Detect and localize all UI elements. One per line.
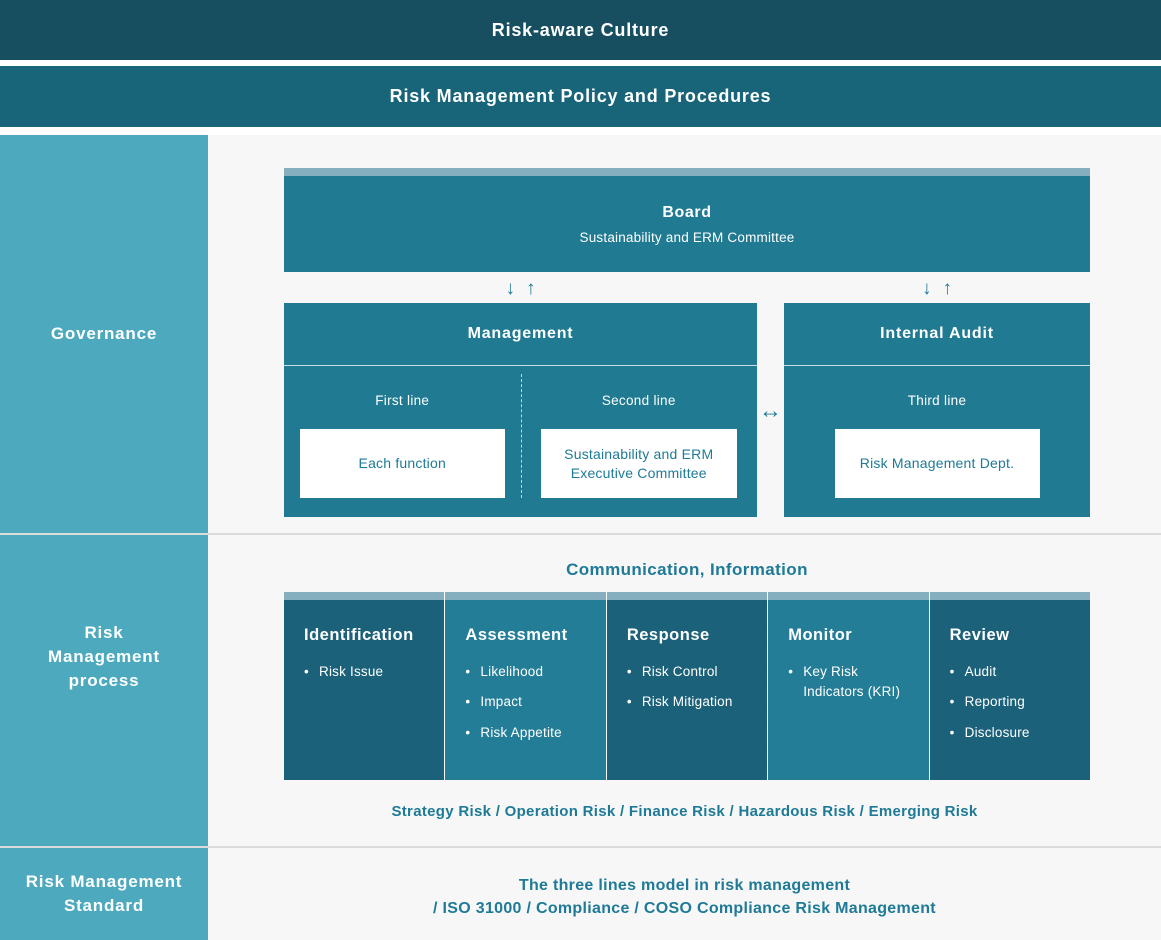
sidebar: Governance Risk Management process Risk … — [0, 135, 208, 940]
management-box: Management First line Each function Seco… — [284, 303, 757, 517]
process-columns: Identification Risk Issue Assessment Lik… — [284, 592, 1091, 780]
list-item: Disclosure — [950, 723, 1078, 744]
list-item: Risk Appetite — [465, 723, 593, 744]
double-arrow-icon: ↔ — [759, 396, 782, 423]
board-management-arrows: ↓ ↑ — [284, 276, 757, 302]
column-top-strip — [284, 592, 445, 600]
board-title: Board — [662, 203, 712, 221]
list-item: Risk Mitigation — [627, 692, 755, 713]
standard-line-2: / ISO 31000 / Compliance / COSO Complian… — [433, 900, 936, 917]
third-line-section: Third line Risk Management Dept. — [784, 366, 1090, 516]
risk-standard-text: The three lines model in risk management… — [208, 874, 1161, 920]
divider-governance-process — [0, 533, 1161, 535]
internal-audit-title: Internal Audit — [784, 303, 1090, 366]
up-arrow-icon: ↑ — [526, 278, 536, 299]
risk-types-line: Strategy Risk / Operation Risk / Finance… — [391, 803, 978, 820]
column-top-strip — [929, 592, 1091, 600]
communication-information-label: Communication, Information — [566, 560, 808, 579]
first-line-section: First line Each function — [284, 366, 521, 516]
banner-risk-policy: Risk Management Policy and Procedures — [0, 66, 1161, 127]
management-title: Management — [284, 303, 757, 366]
banner-policy-label: Risk Management Policy and Procedures — [389, 86, 772, 106]
erm-executive-committee-card: Sustainability and ERM Executive Committ… — [540, 429, 737, 498]
column-title: Monitor — [788, 626, 853, 644]
down-arrow-icon: ↓ — [505, 278, 516, 299]
list-item: Audit — [950, 662, 1078, 683]
management-body: First line Each function Second line Sus… — [284, 366, 757, 516]
each-function-card: Each function — [299, 429, 505, 498]
sidebar-governance-label: Governance — [50, 324, 158, 343]
standard-line-1: The three lines model in risk management — [518, 877, 851, 894]
column-monitor: Monitor Key Risk Indicators (KRI) — [768, 592, 930, 780]
third-line-label: Third line — [907, 393, 967, 408]
sidebar-section-process: Risk Management process — [0, 535, 208, 846]
column-top-strip — [445, 592, 606, 600]
risk-management-dept-card: Risk Management Dept. — [834, 429, 1040, 498]
column-top-strip — [768, 592, 929, 600]
second-line-label: Second line — [601, 393, 676, 408]
column-assessment: Assessment Likelihood Impact Risk Appeti… — [445, 592, 607, 780]
second-line-section: Second line Sustainability and ERM Execu… — [521, 366, 758, 516]
column-body: Monitor Key Risk Indicators (KRI) — [768, 600, 929, 780]
sidebar-section-standard: Risk Management Standard — [0, 848, 208, 940]
column-review: Review Audit Reporting Disclosure — [929, 592, 1091, 780]
board-subtitle: Sustainability and ERM Committee — [579, 229, 795, 245]
column-response: Response Risk Control Risk Mitigation — [606, 592, 769, 780]
column-title: Response — [626, 626, 710, 644]
board-audit-arrows: ↓ ↑ — [784, 276, 1090, 302]
column-body: Review Audit Reporting Disclosure — [929, 600, 1091, 780]
sidebar-section-governance: Governance — [0, 135, 208, 533]
list-item: Impact — [465, 692, 593, 713]
divider-process-standard — [0, 846, 1161, 848]
list-item: Likelihood — [465, 662, 593, 683]
down-arrow-icon: ↓ — [922, 278, 932, 299]
column-title: Review — [949, 626, 1010, 644]
column-title: Assessment — [465, 626, 568, 644]
internal-audit-box: Internal Audit Third line Risk Managemen… — [784, 303, 1090, 517]
list-item: Risk Issue — [304, 662, 432, 683]
column-identification: Identification Risk Issue — [284, 592, 446, 780]
sidebar-process-label: Risk Management process — [48, 622, 160, 690]
banner-risk-aware-culture: Risk-aware Culture — [0, 0, 1161, 60]
column-body: Response Risk Control Risk Mitigation — [606, 600, 768, 780]
column-body: Identification Risk Issue — [284, 600, 445, 780]
banner-culture-label: Risk-aware Culture — [491, 19, 670, 40]
board-top-strip — [284, 168, 1090, 176]
column-body: Assessment Likelihood Impact Risk Appeti… — [445, 600, 606, 780]
column-top-strip — [606, 592, 768, 600]
first-second-line-divider — [520, 374, 522, 498]
list-item: Reporting — [950, 692, 1078, 713]
column-title: Identification — [304, 626, 414, 644]
list-item: Risk Control — [627, 662, 755, 683]
up-arrow-icon: ↑ — [942, 278, 953, 299]
internal-audit-body: Third line Risk Management Dept. — [784, 366, 1090, 516]
first-line-label: First line — [375, 393, 430, 408]
board-box: Board Sustainability and ERM Committee — [284, 176, 1090, 272]
list-item: Key Risk Indicators (KRI) — [788, 662, 916, 703]
sidebar-standard-label: Risk Management Standard — [25, 872, 183, 915]
